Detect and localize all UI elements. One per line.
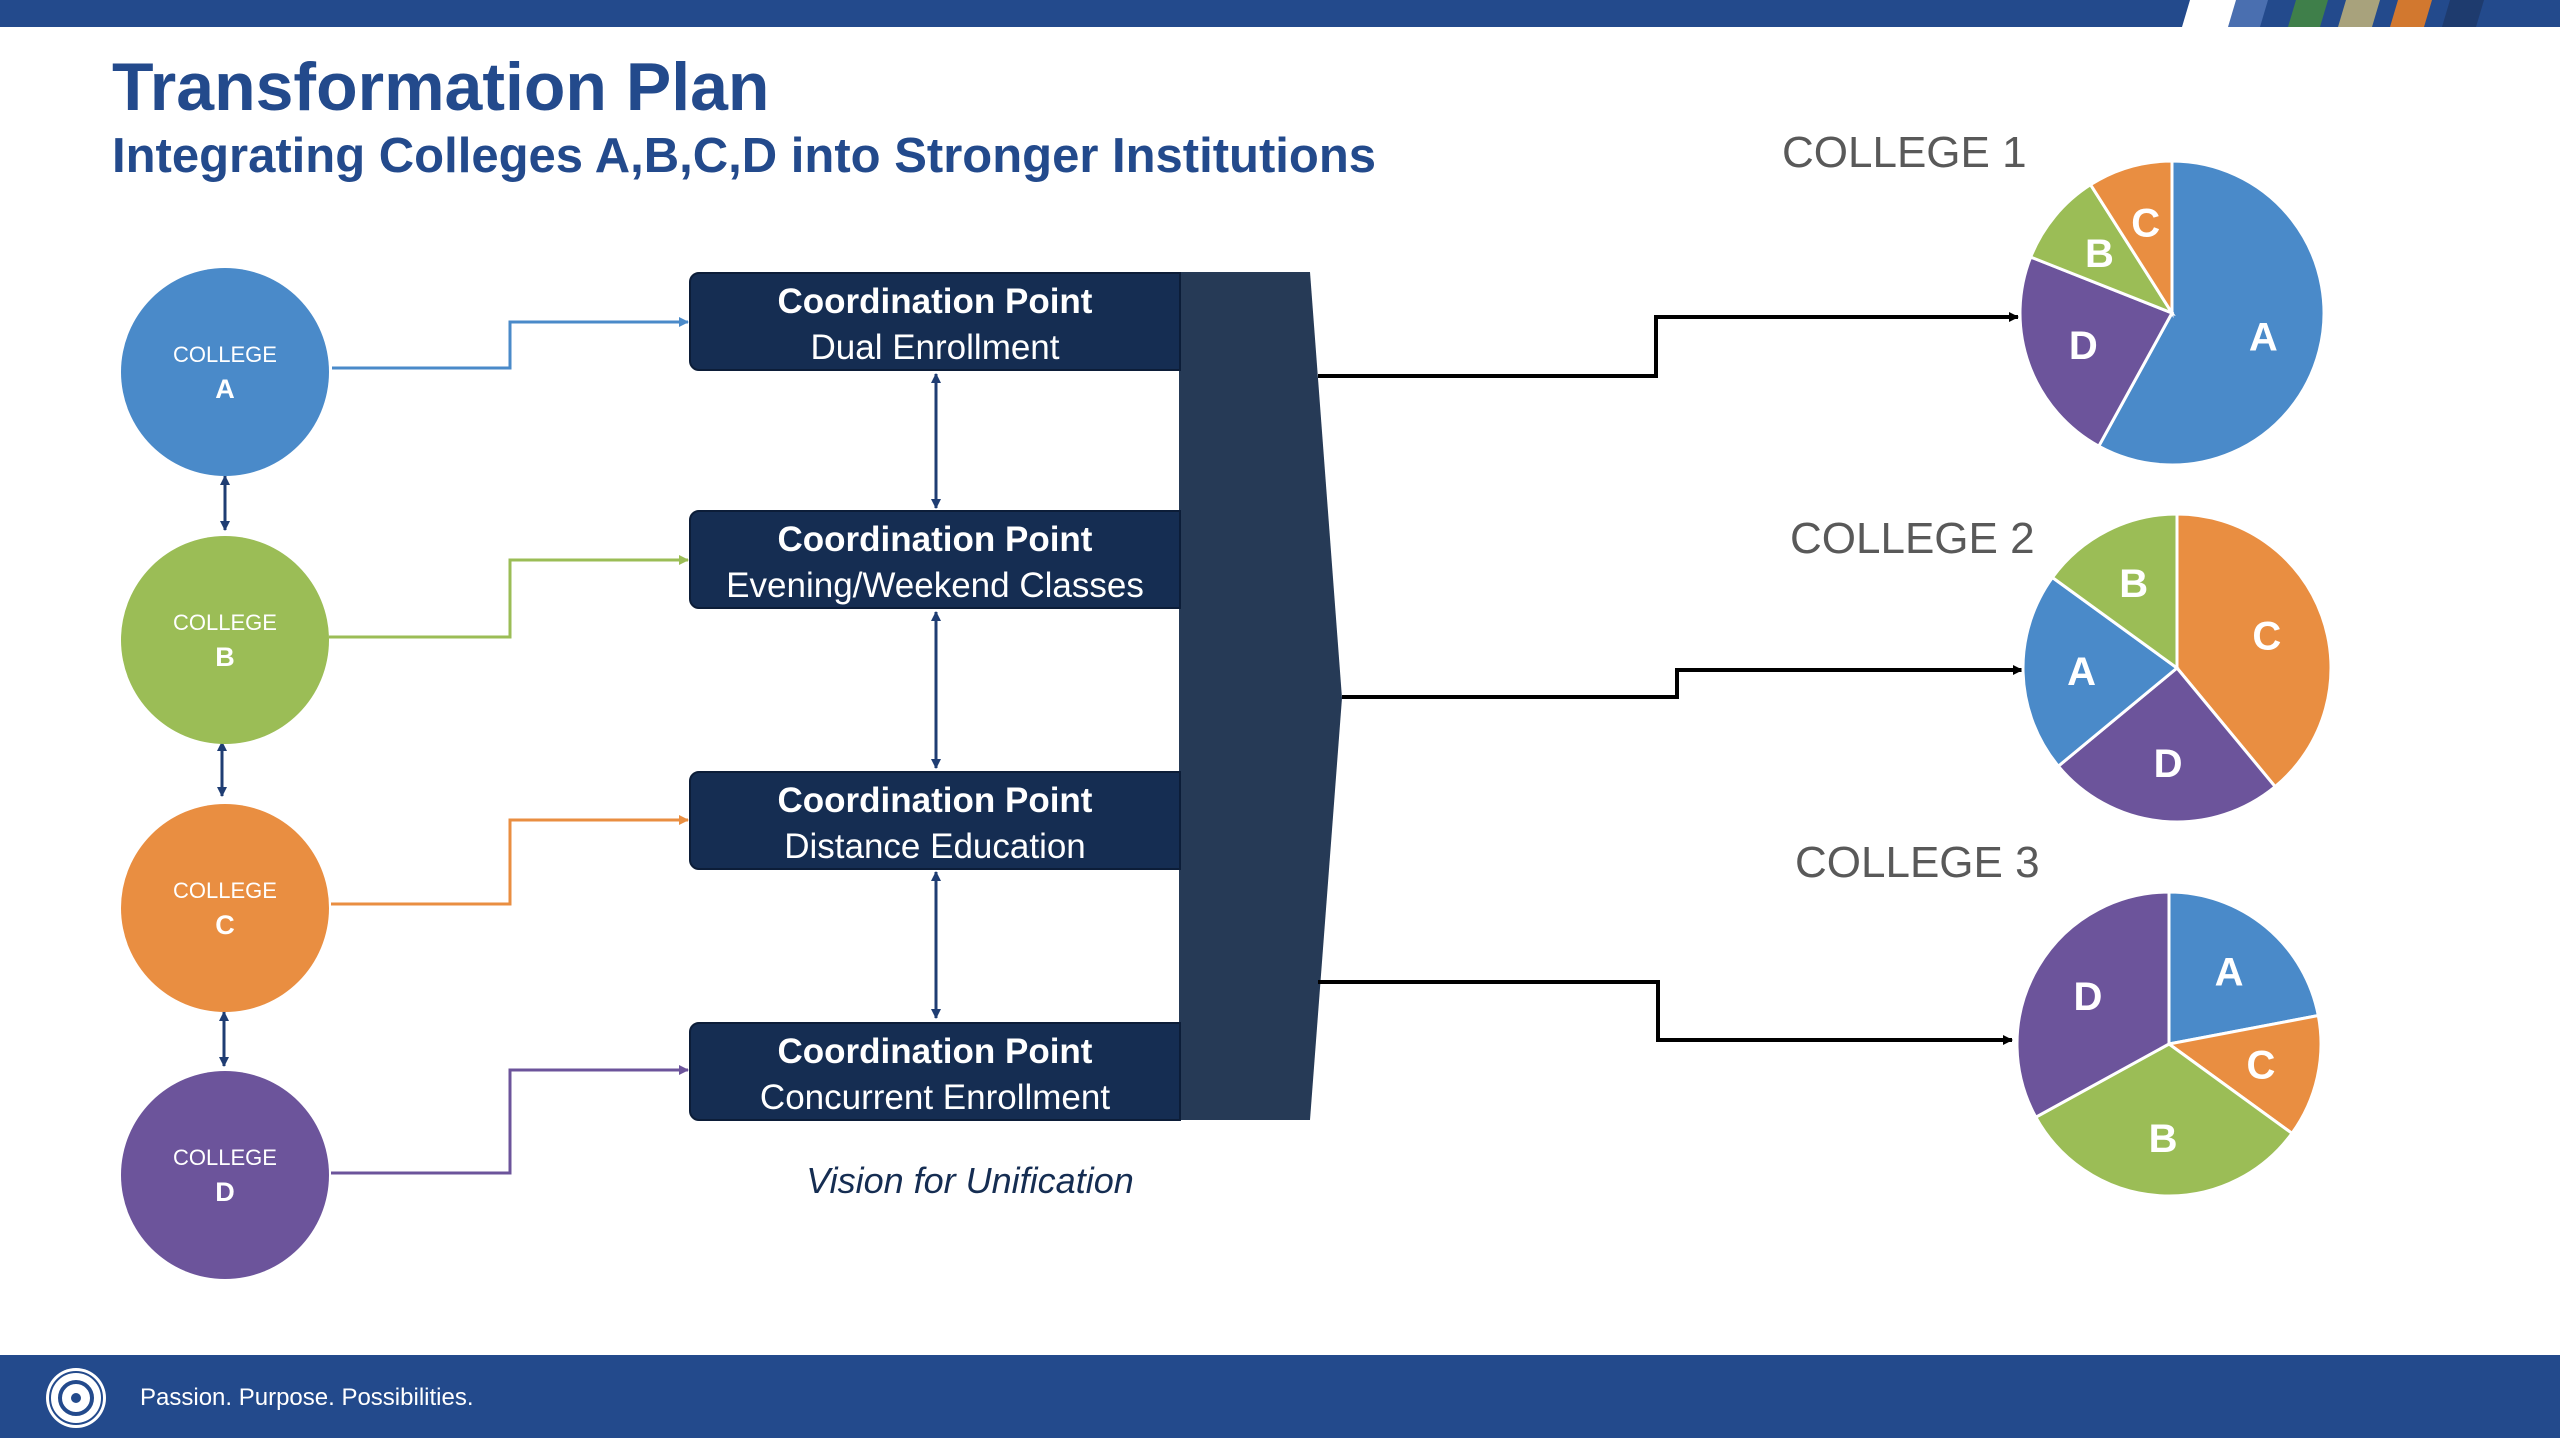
coord-point-title: Coordination Point xyxy=(777,781,1093,820)
output-connector-2 xyxy=(1342,665,2023,699)
pie-label-3-c: C xyxy=(2247,1044,2276,1088)
page-subtitle: Integrating Colleges A,B,C,D into Strong… xyxy=(112,129,1377,183)
college-d-letter: D xyxy=(215,1177,235,1207)
coord-point-subtitle: Evening/Weekend Classes xyxy=(726,566,1144,605)
page-title: Transformation Plan xyxy=(112,49,770,125)
coord-point-distance-education: Coordination Point Distance Education xyxy=(689,771,1181,870)
output-connector-3 xyxy=(1318,980,2013,1045)
pie-slice-1-b xyxy=(2028,182,2176,317)
stripe-1 xyxy=(2228,0,2268,27)
stripe-4 xyxy=(2390,0,2432,27)
college-b-label: COLLEGE xyxy=(173,610,277,635)
pie-title-college-2: COLLEGE 2 xyxy=(1790,514,2035,563)
accent-stripes xyxy=(2182,0,2484,27)
pie-slice-3-c xyxy=(2165,1013,2323,1136)
stripe-gap xyxy=(2182,0,2222,27)
pie-slice-1-a xyxy=(2096,159,2326,467)
coord-point-subtitle: Distance Education xyxy=(784,827,1086,866)
college-c-node: COLLEGE C xyxy=(121,804,329,1012)
coord-point-title: Coordination Point xyxy=(777,1032,1093,1071)
college-b-node: COLLEGE B xyxy=(121,536,329,744)
stripe-2 xyxy=(2288,0,2328,27)
coord-point-subtitle: Dual Enrollment xyxy=(810,328,1060,367)
pie-slice-2-c xyxy=(2175,512,2333,789)
college-a-letter: A xyxy=(215,374,235,404)
connector-a xyxy=(332,317,689,370)
vision-caption: Vision for Unification xyxy=(806,1160,1134,1201)
seal-logo-icon xyxy=(46,1368,106,1428)
pie-label-2-c: C xyxy=(2252,615,2281,659)
college-d-node: COLLEGE D xyxy=(121,1071,329,1279)
stripe-5 xyxy=(2442,0,2484,27)
pie-title-college-1: COLLEGE 1 xyxy=(1782,128,2027,177)
pie-title-college-3: COLLEGE 3 xyxy=(1795,838,2040,887)
connector-d xyxy=(331,1065,689,1175)
connector-c xyxy=(331,815,689,906)
pie-label-1-c: C xyxy=(2131,202,2160,246)
pie-label-2-b: B xyxy=(2119,562,2148,606)
pie-slice-3-b xyxy=(2033,1042,2295,1198)
output-connector-1 xyxy=(1318,312,2019,378)
pie-label-1-b: B xyxy=(2085,232,2114,276)
pie-label-2-a: A xyxy=(2067,650,2096,694)
pie-label-2-d: D xyxy=(2154,742,2183,786)
unification-funnel xyxy=(1179,272,1342,1120)
pie-slice-3-d xyxy=(2015,890,2171,1120)
college-b-letter: B xyxy=(215,642,235,672)
college-a-node: COLLEGE A xyxy=(121,268,329,476)
footer-bar xyxy=(0,1355,2560,1438)
pie-label-3-b: B xyxy=(2149,1117,2178,1161)
pie-label-3-d: D xyxy=(2073,975,2102,1019)
pie-slice-1-c xyxy=(2088,159,2174,319)
pie-slice-2-d xyxy=(2056,665,2278,824)
seal-logo-graphic xyxy=(49,1371,103,1425)
pie-label-1-a: A xyxy=(2249,315,2278,359)
pie-slice-2-b xyxy=(2050,512,2179,671)
pie-slice-3-a xyxy=(2167,890,2321,1046)
coord-point-subtitle: Concurrent Enrollment xyxy=(759,1078,1111,1117)
pie-slice-1-d xyxy=(2018,255,2175,449)
college-d-label: COLLEGE xyxy=(173,1145,277,1170)
coord-point-title: Coordination Point xyxy=(777,282,1093,321)
coord-point-dual-enrollment: Coordination Point Dual Enrollment xyxy=(689,272,1181,371)
coord-point-title: Coordination Point xyxy=(777,520,1093,559)
coord-point-evening-weekend: Coordination Point Evening/Weekend Class… xyxy=(689,510,1181,609)
pie-slice-2-a xyxy=(2021,575,2180,769)
coord-point-concurrent-enrollment: Coordination Point Concurrent Enrollment xyxy=(689,1022,1181,1121)
connector-b xyxy=(329,555,689,639)
footer-tagline: Passion. Purpose. Possibilities. xyxy=(140,1384,474,1411)
college-c-letter: C xyxy=(215,910,235,940)
pie-label-1-d: D xyxy=(2069,324,2098,368)
pie-label-3-a: A xyxy=(2215,950,2244,994)
college-a-label: COLLEGE xyxy=(173,342,277,367)
stripe-3 xyxy=(2338,0,2380,27)
college-c-label: COLLEGE xyxy=(173,878,277,903)
top-bar xyxy=(0,0,2560,27)
